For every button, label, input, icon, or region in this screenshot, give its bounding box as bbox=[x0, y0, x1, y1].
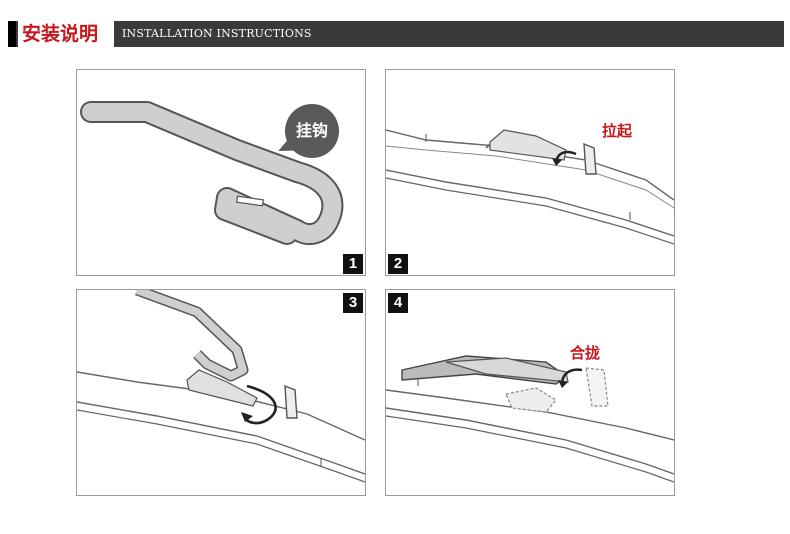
wiper-blade-pull-up-illustration bbox=[386, 129, 674, 245]
step-2-callout: 拉起 bbox=[602, 122, 633, 140]
header-accent-bar bbox=[8, 21, 16, 47]
step-2-number: 2 bbox=[388, 254, 408, 274]
step-panel-2: 拉起 2 bbox=[385, 69, 675, 276]
step-3-number: 3 bbox=[343, 293, 363, 313]
step-4-callout: 合拢 bbox=[570, 344, 601, 362]
wiper-blade-close-illustration bbox=[386, 355, 674, 483]
step-1-number: 1 bbox=[343, 254, 363, 274]
step-panel-4: 合拢 4 bbox=[385, 289, 675, 496]
header-title-cn: 安装说明 bbox=[18, 21, 114, 47]
step-4-number: 4 bbox=[388, 293, 408, 313]
wiper-arm-insert-illustration bbox=[77, 290, 365, 483]
step-panel-3: 3 bbox=[76, 289, 366, 496]
step-1-callout: 挂钩 bbox=[285, 104, 339, 158]
header-title-en: INSTALLATION INSTRUCTIONS bbox=[122, 27, 312, 40]
section-header: 安装说明 INSTALLATION INSTRUCTIONS bbox=[8, 21, 784, 47]
step-panel-1: 挂钩 1 bbox=[76, 69, 366, 276]
wiper-arm-hook-illustration bbox=[80, 101, 344, 246]
